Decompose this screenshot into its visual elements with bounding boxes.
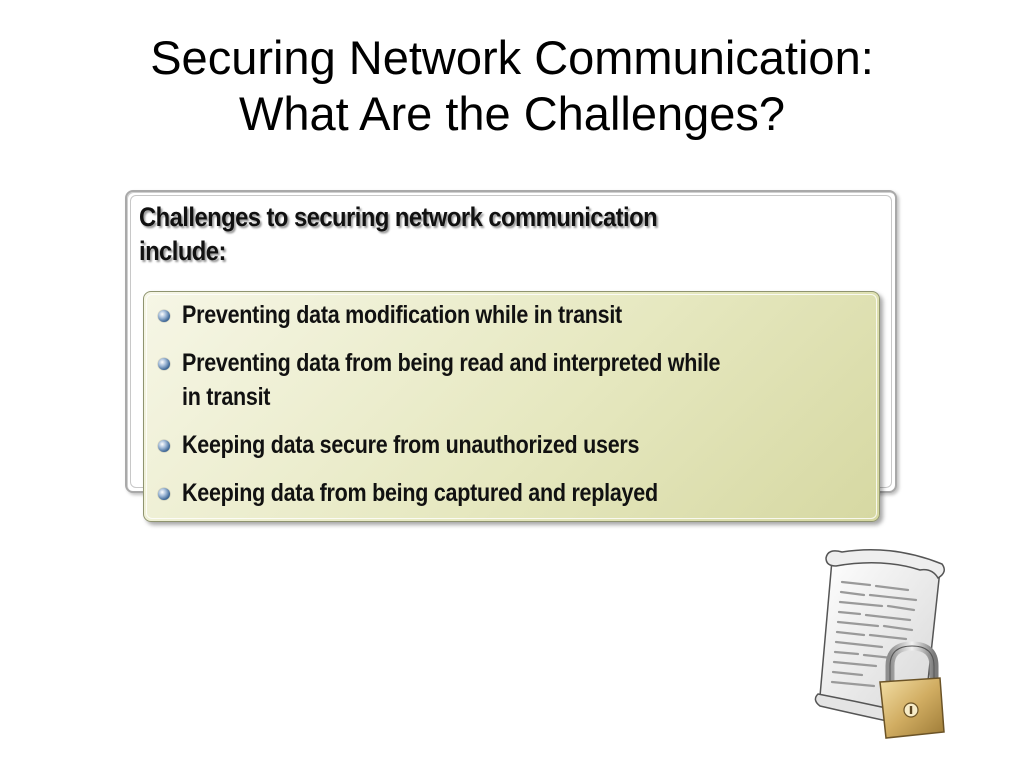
- blue-sphere-bullet-icon: [158, 358, 170, 370]
- list-item-line: Preventing data modification while in tr…: [182, 301, 622, 329]
- list-item: Preventing data modification while in tr…: [158, 298, 878, 332]
- list-item-line: in transit: [182, 383, 271, 411]
- list-item-line: Preventing data from being read and inte…: [182, 349, 721, 377]
- locked-document-scroll-icon: [814, 548, 945, 739]
- intro-text: Challenges to securing network communica…: [139, 200, 755, 268]
- list-item-text: Preventing data from being read and inte…: [182, 346, 849, 414]
- list-item: Keeping data secure from unauthorized us…: [158, 428, 878, 462]
- slide-title: Securing Network Communication: What Are…: [0, 30, 1024, 142]
- list-item-text: Keeping data secure from unauthorized us…: [182, 428, 849, 462]
- challenge-list: Preventing data modification while in tr…: [158, 298, 878, 524]
- intro-line-1: Challenges to securing network communica…: [139, 202, 658, 232]
- slide-title-line-1: Securing Network Communication:: [150, 31, 874, 84]
- blue-sphere-bullet-icon: [158, 440, 170, 452]
- list-item-line: Keeping data secure from unauthorized us…: [182, 431, 640, 459]
- blue-sphere-bullet-icon: [158, 488, 170, 500]
- list-item: Preventing data from being read and inte…: [158, 346, 878, 414]
- list-item-line: Keeping data from being captured and rep…: [182, 479, 658, 507]
- intro-line-2: include:: [139, 236, 226, 266]
- list-item-text: Preventing data modification while in tr…: [182, 298, 849, 332]
- list-item-text: Keeping data from being captured and rep…: [182, 476, 849, 510]
- slide-title-line-2: What Are the Challenges?: [238, 87, 786, 140]
- blue-sphere-bullet-icon: [158, 310, 170, 322]
- list-item: Keeping data from being captured and rep…: [158, 476, 878, 510]
- bullet-list-box: [143, 291, 880, 522]
